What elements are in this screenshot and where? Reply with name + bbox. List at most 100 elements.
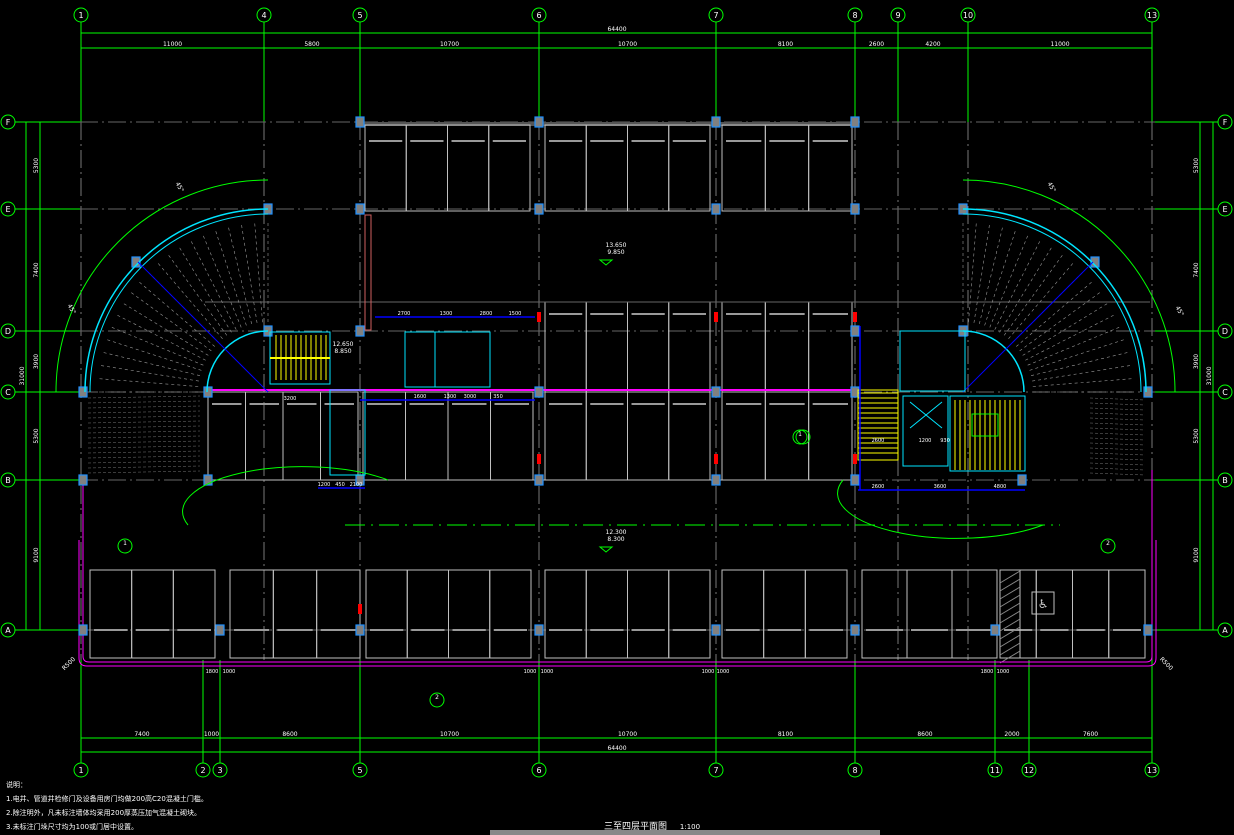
hatched-area <box>999 569 1021 659</box>
dim-top: 11000 <box>1050 41 1069 48</box>
top-wall-hatch <box>360 122 855 126</box>
dim-bottom: 10700 <box>618 731 637 738</box>
axis-label: 7 <box>713 11 718 20</box>
dim-top: 10700 <box>440 41 459 48</box>
ramp-slope-line <box>1089 462 1146 466</box>
axis-bubble <box>531 7 547 23</box>
axis-bubble <box>890 7 906 23</box>
ramp-guide-arc <box>55 179 269 393</box>
axis-label: F <box>1223 118 1228 127</box>
axis-label: 13 <box>1147 11 1157 20</box>
building-walls: ♿ <box>78 116 1157 667</box>
axis-bubble <box>1217 472 1233 488</box>
column <box>711 203 721 215</box>
corner-radius: R500 <box>1158 656 1174 672</box>
parking-bay <box>585 391 628 481</box>
dim-bottom: 7400 <box>134 731 149 738</box>
parking-bay <box>906 569 953 659</box>
axis-label: 2 <box>200 766 205 775</box>
hatch-line <box>999 586 1021 600</box>
angle-label: 45° <box>174 181 185 194</box>
parking-bay <box>448 569 491 659</box>
ramp-slope-line <box>87 395 201 399</box>
ramp-slope-line <box>87 440 201 444</box>
axis-bubble <box>987 762 1003 778</box>
axis-bubble <box>1217 384 1233 400</box>
axis-bubble <box>960 7 976 23</box>
hatch-line <box>999 618 1021 632</box>
core-dim-left: 1200 <box>318 482 331 488</box>
parking-bay <box>585 569 628 659</box>
parking-bay <box>316 569 361 659</box>
core-dim-left: 350 <box>493 394 503 400</box>
column <box>203 386 213 398</box>
axis-label: 8 <box>852 11 857 20</box>
axis-bubble <box>0 622 16 638</box>
hatch-line <box>999 578 1021 592</box>
column <box>534 116 544 128</box>
parking-bay <box>999 569 1037 659</box>
column <box>78 474 88 486</box>
core-dim-right: 4800 <box>994 484 1007 490</box>
ramp-radial-line <box>979 224 1004 325</box>
axis-label: B <box>1222 476 1228 485</box>
axis-bubble <box>1217 622 1233 638</box>
parking-bay <box>488 124 531 212</box>
door-width-dim: 1000 <box>223 669 236 675</box>
dim-right: 5300 <box>1193 158 1200 173</box>
parking-bay <box>89 569 133 659</box>
axis-bubble <box>73 7 89 23</box>
axis-bubble <box>0 472 16 488</box>
dim-right: 3900 <box>1193 354 1200 369</box>
axis-label: 1 <box>78 766 83 775</box>
ramp-slope-line <box>1089 452 1146 456</box>
core-dim-right: 3600 <box>934 484 947 490</box>
dim-bottom: 8100 <box>778 731 793 738</box>
axis-label: F <box>6 118 11 127</box>
parking-bay <box>131 569 174 659</box>
axis-bubble <box>0 114 16 130</box>
hatch-line <box>999 594 1021 608</box>
core-dim-left: 1600 <box>414 394 427 400</box>
column <box>78 624 88 636</box>
angle-label: 45° <box>1046 181 1057 194</box>
door-width-dim: 1000 <box>702 669 715 675</box>
parking-bay <box>668 391 711 481</box>
hatch-line <box>999 650 1021 664</box>
ramp-radial-line <box>104 338 202 371</box>
axis-label: 13 <box>1147 766 1157 775</box>
parking-bay <box>668 569 711 659</box>
dim-left: 3900 <box>33 354 40 369</box>
parking-bay <box>721 391 766 481</box>
ramp-radial-line <box>177 245 232 333</box>
dim-left: 7400 <box>33 262 40 277</box>
ramp-slope-line <box>1089 412 1146 416</box>
elevation-lower-sub: 8.300 <box>607 536 624 543</box>
parking-bay <box>763 569 806 659</box>
parking-bay <box>447 124 490 212</box>
ramp-radial-line <box>214 228 247 326</box>
hatch-line <box>999 642 1021 656</box>
parking-bay <box>808 391 853 481</box>
parking-bay <box>585 124 628 212</box>
ramp-radial-line <box>240 222 258 323</box>
column <box>711 116 721 128</box>
parking-bay <box>364 124 407 212</box>
ramp-slope-line <box>87 450 201 454</box>
ramp-radial-line <box>121 301 209 356</box>
axis-bubble <box>1217 323 1233 339</box>
section-mark-number: 1 <box>798 431 802 438</box>
core-dim-right: 1200 <box>919 438 932 444</box>
ramp-radial-line <box>973 222 991 323</box>
dim-top: 4200 <box>925 41 940 48</box>
door-width-dim: 1000 <box>717 669 730 675</box>
column <box>355 325 365 337</box>
ramp-radial-line <box>999 245 1054 333</box>
axis-bubble <box>352 762 368 778</box>
parking-bay <box>544 301 587 393</box>
hatch-line <box>999 610 1021 624</box>
core-dim-right: 2600 <box>872 438 885 444</box>
fire-hydrant <box>714 312 718 322</box>
core-dim-left: 1300 <box>444 394 457 400</box>
elevation-stair-sub: 8.850 <box>334 348 351 355</box>
